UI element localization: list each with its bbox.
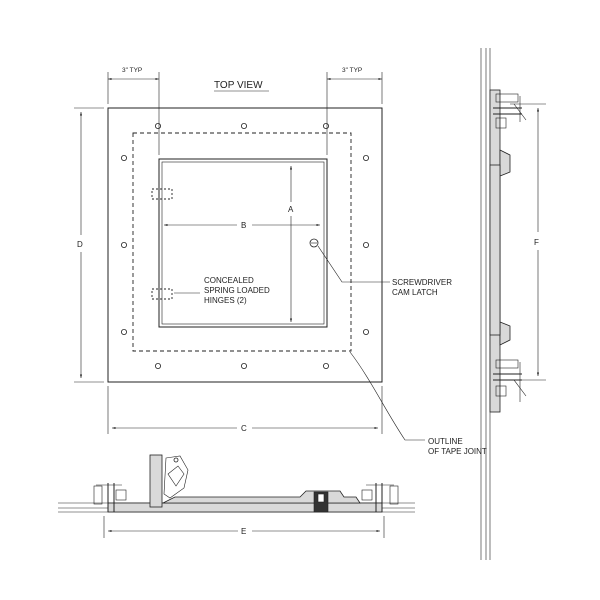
dim-d-label: D: [77, 240, 83, 249]
dim-f-label: F: [534, 238, 539, 247]
hinges-callout-line1: CONCEALED: [204, 276, 254, 285]
bottom-door-body: [162, 490, 361, 504]
dim-b-label: B: [241, 221, 246, 230]
outer-flange: [107, 107, 383, 383]
latch-callout-line1: SCREWDRIVER: [392, 278, 452, 287]
hinge-lower: [151, 288, 173, 300]
dim-c-label: C: [241, 424, 247, 433]
latch-callout-line2: CAM LATCH: [392, 288, 438, 297]
top-view: A B 3" TYP 3" TYP TOP VIEW D C CONCEALED: [74, 67, 487, 456]
screw-hole: [240, 362, 247, 369]
top-view-title: TOP VIEW: [214, 80, 263, 91]
screw-hole: [240, 123, 247, 130]
screw-hole: [322, 123, 329, 130]
screw-hole: [154, 123, 161, 130]
dim-e-label: E: [241, 527, 246, 536]
dim-a-label: A: [288, 205, 294, 214]
hinges-callout-line2: SPRING LOADED: [204, 286, 270, 295]
side-section: F: [480, 48, 546, 560]
bottom-screws-right: [361, 483, 399, 512]
hinges-callout-line3: HINGES (2): [204, 296, 247, 305]
cam-latch: [309, 238, 319, 248]
dim-3-typ-left-label: 3" TYP: [122, 67, 142, 74]
door-panel-inner: [161, 161, 325, 325]
bottom-latch: [313, 491, 329, 513]
bottom-flange: [107, 502, 383, 513]
screw-hole: [121, 328, 128, 335]
screw-hole: [362, 241, 369, 248]
screw-hole: [121, 154, 128, 161]
screw-hole: [121, 241, 128, 248]
bottom-hinge-mechanism: [163, 455, 189, 499]
door-panel: [158, 158, 328, 328]
bottom-screws-left: [93, 483, 127, 512]
bottom-section: E: [58, 454, 415, 538]
side-door-body: [499, 149, 511, 346]
tape-callout-line1: OUTLINE: [428, 437, 463, 446]
side-screws-top: [493, 93, 527, 129]
tape-joint-outline: [132, 132, 352, 352]
tape-callout-line2: OF TAPE JOINT: [428, 447, 487, 456]
dim-3-typ-right-label: 3" TYP: [342, 67, 362, 74]
screw-hole: [362, 154, 369, 161]
bottom-hinge-post: [149, 454, 163, 508]
screw-holes: [121, 123, 369, 369]
screw-hole: [154, 362, 161, 369]
hinge-upper: [151, 188, 173, 200]
screw-hole: [322, 362, 329, 369]
screw-hole: [362, 328, 369, 335]
